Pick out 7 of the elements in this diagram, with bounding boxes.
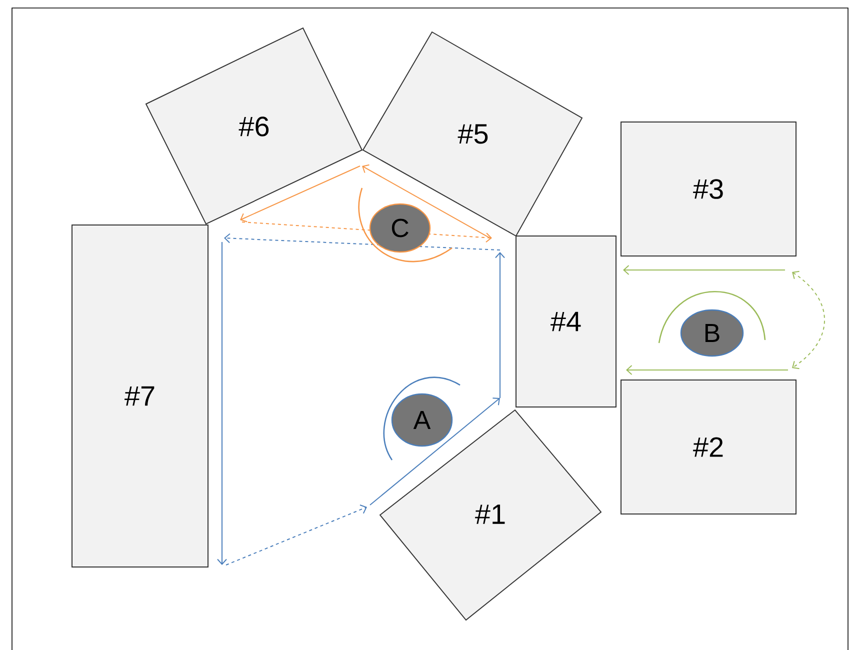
room-box: #2	[620, 380, 796, 514]
viewpoint-oval: B	[680, 309, 744, 357]
room-box: #7	[72, 224, 208, 568]
viewpoint-oval: A	[391, 393, 453, 447]
room-box: #3	[620, 122, 796, 256]
room-box: #4	[516, 236, 616, 408]
viewpoint-oval: C	[369, 203, 431, 253]
